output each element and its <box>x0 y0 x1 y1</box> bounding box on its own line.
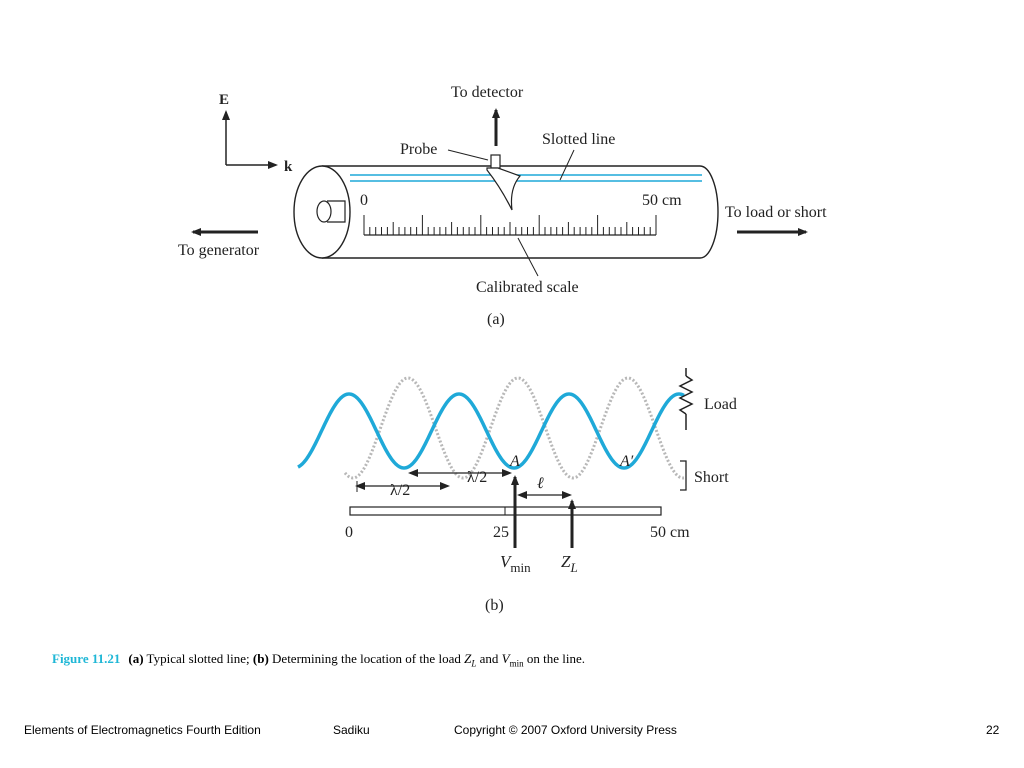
point-a-prime-label: A′ <box>619 453 634 470</box>
slot <box>350 174 702 182</box>
calibrated-scale <box>363 215 657 236</box>
caption-vmin: V <box>501 651 510 666</box>
caption-and: and <box>476 651 502 666</box>
axis-k-label: k <box>284 159 293 175</box>
probe <box>447 149 522 211</box>
to-generator-label: To generator <box>178 242 260 259</box>
waveguide-cylinder <box>293 165 719 259</box>
caption-text-a: Typical slotted line; <box>143 651 253 666</box>
axis-e-label: E <box>219 92 229 108</box>
ell-label: ℓ <box>537 475 544 492</box>
probe-label: Probe <box>400 141 437 158</box>
slotted-line-diagram: E k To detector Probe Slotted line 0 50 … <box>178 84 827 328</box>
caption-vmin-sub: min <box>509 658 524 669</box>
scale-25-label: 25 <box>493 524 509 541</box>
point-a-label: A <box>509 453 520 470</box>
caption-text-b: Determining the location of the load <box>268 651 465 666</box>
footer-page-number: 22 <box>986 723 1000 737</box>
footer-copyright: Copyright © 2007 Oxford University Press <box>454 723 677 737</box>
to-load-label: To load or short <box>725 204 827 221</box>
figure-number: Figure 11.21 <box>52 651 121 666</box>
caption-part-a: (a) <box>128 651 144 666</box>
slotted-line-label: Slotted line <box>542 131 615 148</box>
to-detector-label: To detector <box>451 84 524 101</box>
vmin-label: Vmin <box>500 552 531 575</box>
load-resistor <box>678 368 694 430</box>
slide-footer: Elements of Electromagnetics Fourth Edit… <box>0 723 1024 743</box>
panel-b-label: (b) <box>485 597 504 614</box>
scale-start-label: 0 <box>360 192 368 209</box>
load-label: Load <box>704 396 737 413</box>
footer-book-title: Elements of Electromagnetics Fourth Edit… <box>24 723 261 737</box>
short-label: Short <box>694 469 729 486</box>
caption-zl: Z <box>464 651 472 666</box>
short-standing-wave <box>343 376 685 480</box>
scale-50-label: 50 cm <box>650 524 690 541</box>
caption-tail: on the line. <box>523 651 585 666</box>
panel-a-label: (a) <box>487 311 505 328</box>
scale-end-label: 50 cm <box>642 192 682 209</box>
load-standing-wave <box>297 392 685 470</box>
caption-zl-sub: L <box>471 658 477 669</box>
standing-wave-diagram: Load Short A A′ λ/2 λ/2 ℓ 0 25 50 cm Vmi… <box>297 368 737 614</box>
zl-label: ZL <box>561 552 578 575</box>
figure-caption: Figure 11.21 (a) Typical slotted line; (b… <box>52 651 585 669</box>
half-wave-label-2: λ/2 <box>467 469 487 486</box>
footer-author: Sadiku <box>333 723 370 737</box>
position-scale <box>349 506 662 516</box>
short-bracket <box>680 460 687 491</box>
caption-part-b: (b) <box>252 651 269 666</box>
calibrated-scale-label: Calibrated scale <box>476 279 579 296</box>
field-axes: E k <box>219 92 293 175</box>
half-wave-label-1: λ/2 <box>390 482 410 499</box>
scale-0-label: 0 <box>345 524 353 541</box>
